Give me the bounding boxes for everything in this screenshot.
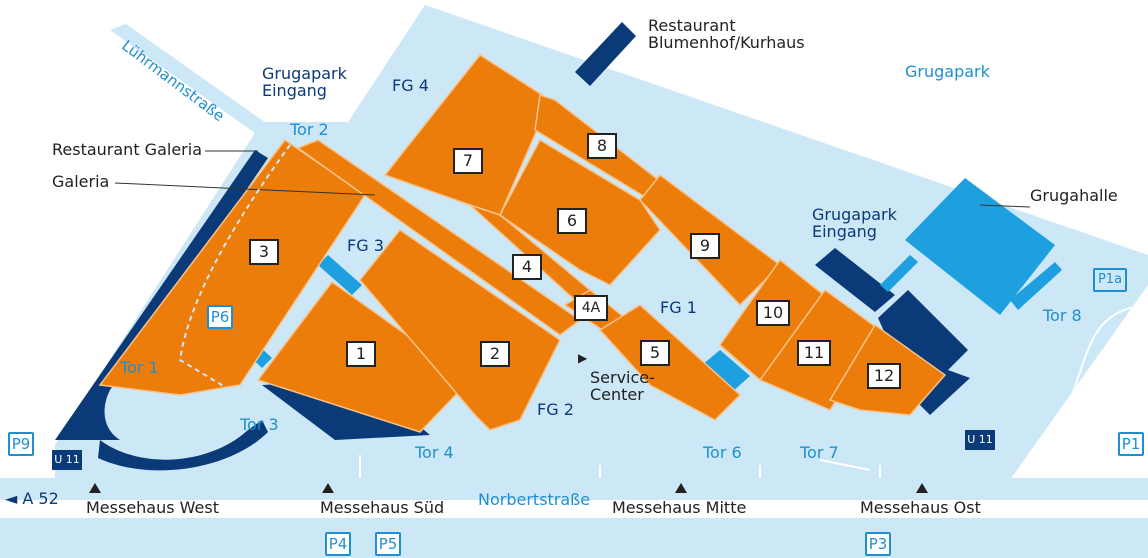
fg4-label: FG 4 [392,76,429,95]
restaurant-blumenhof-label: Restaurant Blumenhof/Kurhaus [648,16,805,52]
parking-p4[interactable]: P4 [325,532,351,556]
parking-p6[interactable]: P6 [207,305,233,329]
grugapark-eingang-right-label: Grugapark Eingang [812,205,897,241]
fg2-label: FG 2 [537,400,574,419]
hall-4a[interactable]: 4A [574,295,608,321]
messehaus-mitte-marker [675,483,687,493]
restaurant-blumenhof-building [575,22,636,86]
messehaus-ost-label: Messehaus Ost [860,498,981,517]
hall-7-shape [383,54,551,216]
footpath [178,144,291,411]
fg3-label: FG 3 [347,236,384,255]
hall-5[interactable]: 5 [640,340,670,366]
grugapark-eingang-left-label: Grugapark Eingang [262,64,347,100]
hall-6[interactable]: 6 [557,208,587,234]
galeria-building [55,150,268,440]
galeria-label: Galeria [52,172,110,191]
service-center-marker: ▶ [578,351,588,365]
hall-10[interactable]: 10 [756,300,790,326]
hall-2[interactable]: 2 [480,341,510,367]
cyan-link-east [880,255,918,292]
messehaus-sued-marker [322,483,334,493]
east-entrance-block [815,248,895,312]
cyan-link-fg1 [702,350,750,392]
norbertstrasse-label: Norbertstraße [478,490,591,509]
grugapark-label: Grugapark [905,62,990,81]
curved-connector [98,420,268,471]
a52-label: ◄ A 52 [5,489,59,508]
leader-lines [114,150,1031,208]
tor4-label: Tor 4 [415,443,454,462]
tor8-label: Tor 8 [1043,306,1082,325]
grugahalle-building [905,178,1055,315]
messehaus-sued-label: Messehaus Süd [320,498,445,517]
hall-8[interactable]: 8 [587,133,617,159]
service-center-label: Service- Center [590,368,655,404]
messehaus-west-label: Messehaus West [86,498,220,517]
hall-11[interactable]: 11 [797,340,831,366]
tor2-label: Tor 2 [290,120,329,139]
messehaus-west-marker [89,483,101,493]
luehrmannstrasse-strip [110,24,290,148]
hall-9[interactable]: 9 [690,233,720,259]
hall-4[interactable]: 4 [512,254,542,280]
tor1-label: Tor 1 [120,358,159,377]
hall-2-shape [359,228,561,431]
messehaus-mitte-label: Messehaus Mitte [612,498,747,517]
parking-p3[interactable]: P3 [865,532,891,556]
hall-7[interactable]: 7 [453,148,483,174]
ubahn-u11-ost[interactable]: U 11 [965,430,995,450]
hall-5-shape [598,304,742,421]
tor3-label: Tor 3 [240,415,279,434]
road-lines [0,304,1148,513]
tor7-label: Tor 7 [800,443,839,462]
lower-street-band [0,518,1148,558]
parking-p9[interactable]: P9 [8,432,34,456]
parking-p1a[interactable]: P1a [1093,268,1127,292]
parking-p1[interactable]: P1 [1118,432,1144,456]
fg1-label: FG 1 [660,298,697,317]
grugahalle-annex [1010,262,1062,310]
ubahn-u11-west[interactable]: U 11 [52,450,82,470]
hall-3[interactable]: 3 [249,239,279,265]
hall-3-shape [98,138,367,396]
cyan-link-fg3 [318,255,362,295]
messehaus-ost-marker [916,483,928,493]
restaurant-galeria-label: Restaurant Galeria [52,140,202,159]
grugahalle-label: Grugahalle [1030,186,1118,205]
hall-1[interactable]: 1 [346,341,376,367]
norbertstrasse-band [0,478,1148,500]
tor6-label: Tor 6 [703,443,742,462]
parking-p5[interactable]: P5 [375,532,401,556]
east-block-2 [878,290,970,415]
hall-12[interactable]: 12 [867,363,901,389]
